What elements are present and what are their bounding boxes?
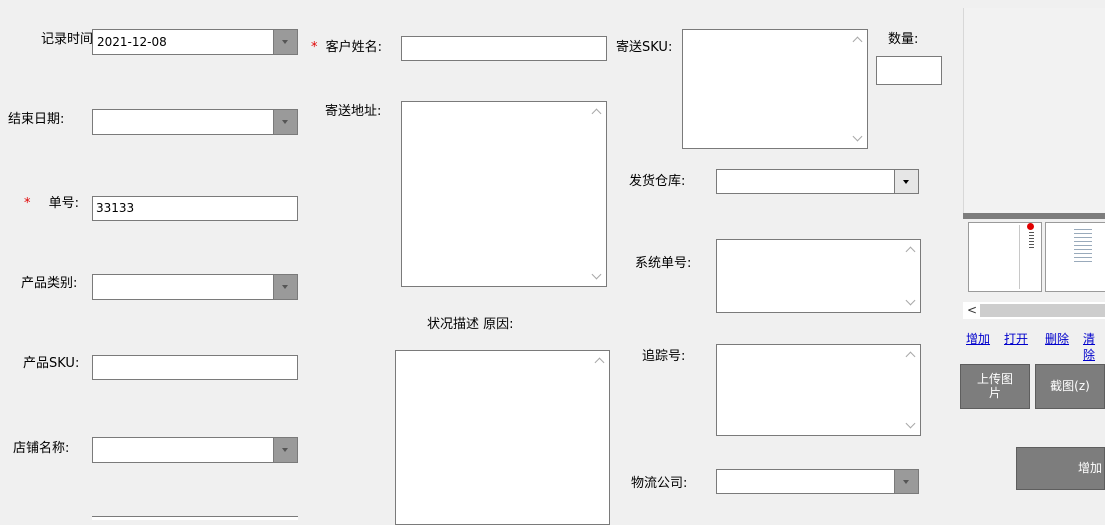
add-image-link[interactable]: 增加: [966, 332, 991, 346]
chevron-down-icon[interactable]: [591, 269, 602, 280]
scrollbar[interactable]: [903, 240, 920, 312]
status-desc-textarea[interactable]: [395, 350, 610, 525]
chevron-down-icon[interactable]: [905, 295, 916, 306]
thumbnail-scrollbar[interactable]: <: [963, 302, 1105, 319]
chevron-up-icon[interactable]: [905, 351, 916, 362]
chevron-down-icon[interactable]: [273, 275, 297, 299]
send-sku-textarea[interactable]: [682, 29, 868, 149]
thumb-dot: [1027, 223, 1034, 230]
warehouse-label: 发货仓库:: [629, 174, 686, 189]
system-no-textarea[interactable]: [716, 239, 921, 313]
image-thumbnail[interactable]: [1045, 222, 1105, 292]
chevron-down-icon[interactable]: [273, 30, 297, 54]
order-no-label-wrap: * 单号:: [24, 196, 79, 212]
customer-name-label-wrap: * 客户姓名:: [311, 40, 382, 56]
scrollbar-thumb[interactable]: [980, 304, 1105, 317]
scrollbar[interactable]: [850, 30, 867, 148]
image-thumbnail[interactable]: [968, 222, 1042, 292]
add-record-button[interactable]: 增加: [1016, 447, 1105, 490]
record-time-label: 记录时间:: [41, 32, 98, 47]
end-date-dropdown[interactable]: [92, 109, 298, 135]
required-asterisk: *: [311, 40, 318, 55]
delete-image-link[interactable]: 删除: [1045, 332, 1070, 346]
tracking-no-label: 追踪号:: [642, 349, 686, 364]
quantity-label: 数量:: [888, 32, 919, 47]
product-category-dropdown[interactable]: [92, 274, 298, 300]
shop-name-label: 店铺名称:: [13, 441, 70, 456]
clear-image-link[interactable]: 清除: [1083, 332, 1096, 362]
chevron-down-icon[interactable]: [894, 170, 918, 193]
thumb-line: [1019, 225, 1020, 289]
logistics-label: 物流公司:: [631, 476, 688, 491]
order-no-input[interactable]: 33133: [92, 196, 298, 221]
chevron-down-icon[interactable]: [905, 418, 916, 429]
quantity-input[interactable]: [876, 56, 942, 85]
chevron-down-icon[interactable]: [273, 110, 297, 134]
chevron-up-icon[interactable]: [905, 246, 916, 257]
record-time-dropdown[interactable]: 2021-12-08: [92, 29, 298, 55]
order-no-label: 单号:: [48, 196, 80, 211]
preview-divider: [963, 213, 1105, 219]
chevron-left-icon[interactable]: <: [967, 303, 978, 317]
product-sku-input[interactable]: [92, 355, 298, 380]
scrollbar[interactable]: [903, 345, 920, 435]
shop-name-dropdown[interactable]: [92, 437, 298, 463]
chevron-up-icon[interactable]: [594, 357, 605, 368]
logistics-dropdown[interactable]: [716, 469, 919, 494]
required-asterisk: *: [24, 196, 31, 211]
screenshot-button[interactable]: 截图(z): [1035, 364, 1105, 409]
shipping-address-label: 寄送地址:: [325, 104, 382, 119]
open-image-link[interactable]: 打开: [1004, 332, 1029, 346]
customer-name-input[interactable]: [401, 36, 607, 61]
chevron-up-icon[interactable]: [852, 36, 863, 47]
send-sku-label: 寄送SKU:: [616, 40, 673, 55]
status-desc-label: 状况描述 原因:: [427, 317, 514, 332]
chevron-down-icon[interactable]: [852, 131, 863, 142]
scrollbar[interactable]: [589, 102, 606, 286]
thumb-text: [1074, 229, 1092, 265]
system-no-label: 系统单号:: [635, 256, 692, 271]
shipping-address-textarea[interactable]: [401, 101, 607, 287]
chevron-up-icon[interactable]: [591, 108, 602, 119]
chevron-down-icon[interactable]: [273, 438, 297, 462]
scrollbar[interactable]: [592, 351, 609, 524]
tracking-no-textarea[interactable]: [716, 344, 921, 436]
warehouse-dropdown[interactable]: [716, 169, 919, 194]
upload-image-button[interactable]: 上传图片: [960, 364, 1030, 409]
customer-name-label: 客户姓名:: [325, 40, 383, 55]
next-field-edge: [92, 516, 298, 520]
end-date-label: 结束日期:: [8, 112, 65, 127]
chevron-down-icon[interactable]: [894, 470, 918, 493]
thumb-text: [1029, 232, 1034, 248]
product-sku-label: 产品SKU:: [23, 356, 80, 371]
image-preview: [963, 8, 1105, 213]
product-category-label: 产品类别:: [21, 276, 78, 291]
record-time-value: 2021-12-08: [97, 35, 167, 49]
